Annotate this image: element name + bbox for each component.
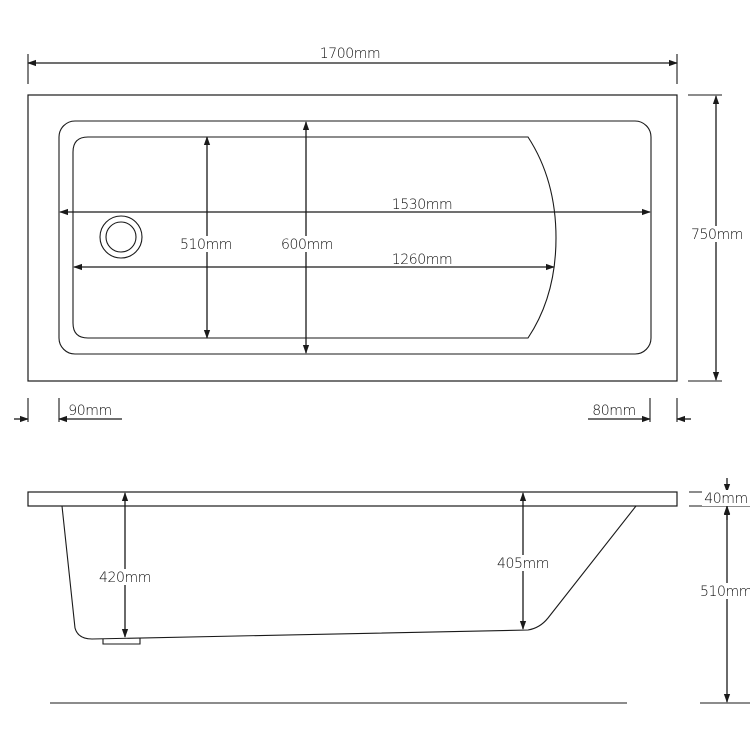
right-rim-label: 80mm: [592, 403, 636, 419]
waste-outlet-outer: [99, 215, 143, 259]
left-rim-label: 90mm: [68, 403, 112, 419]
bath-height-label: 510mm: [700, 584, 750, 600]
basin-top-edge: [58, 120, 652, 355]
waste-outlet-inner: [105, 221, 137, 253]
base-width-label: 510mm: [180, 237, 232, 253]
basin-floor: [72, 136, 557, 339]
rim-thickness-label: 40mm: [704, 491, 748, 507]
top-view: 1700mm 1530mm 1260mm 510mm 600mm 750mm: [14, 46, 750, 423]
side-body: [61, 505, 637, 640]
inner-length-label: 1530mm: [392, 197, 453, 213]
side-rim: [27, 491, 678, 507]
side-view: 420mm 405mm 40mm 510mm: [27, 478, 750, 704]
depth-far-label: 405mm: [497, 556, 549, 572]
depth-waste-label: 420mm: [99, 570, 151, 586]
inner-width-label: 600mm: [281, 237, 333, 253]
base-length-label: 1260mm: [392, 252, 453, 268]
overall-length-label: 1700mm: [320, 46, 381, 62]
side-waste-trap: [102, 638, 141, 645]
overall-width-label: 750mm: [691, 227, 743, 243]
